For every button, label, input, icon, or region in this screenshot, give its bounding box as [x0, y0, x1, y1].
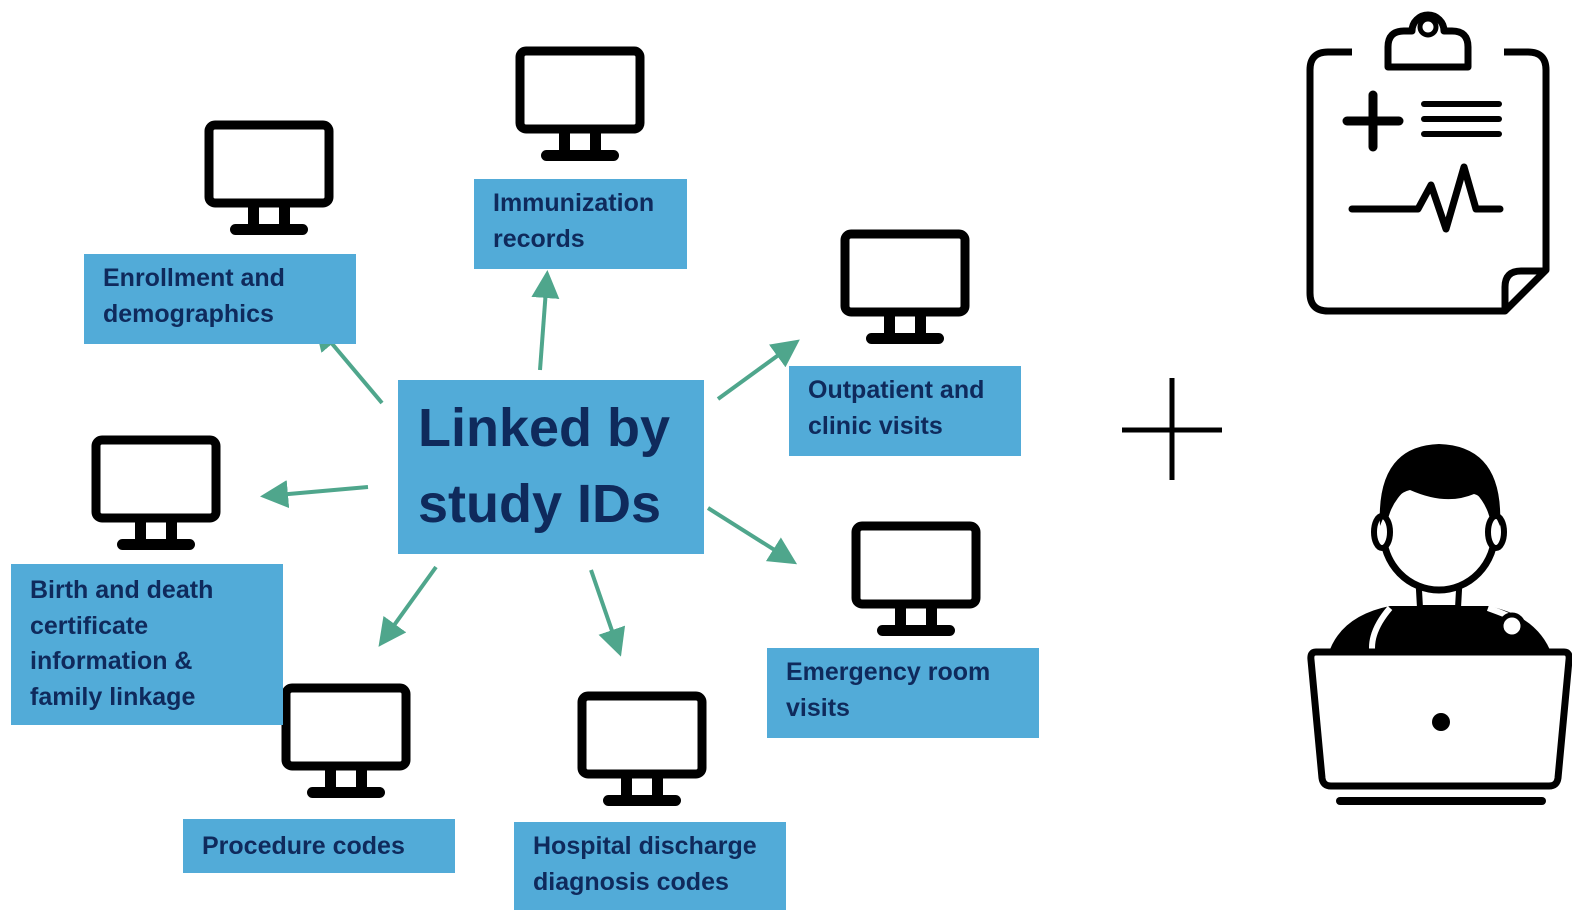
arrow-to-outpatient — [716, 339, 800, 401]
birth-death-box: Birth and death certificate information … — [11, 564, 283, 725]
monitor-icon — [281, 683, 411, 801]
immunization-box: Immunization records — [474, 179, 687, 269]
emergency-line-1: Emergency room — [786, 658, 991, 686]
outpatient-line-1: Outpatient and — [808, 376, 985, 404]
monitor-icon — [840, 229, 970, 347]
outpatient-box: Outpatient and clinic visits — [789, 366, 1021, 456]
arrow-to-hospital — [589, 569, 626, 657]
center-line-1: Linked by — [418, 398, 671, 458]
arrow-to-birth — [260, 480, 369, 509]
monitor-icon — [577, 691, 707, 809]
outpatient-line-2: clinic visits — [808, 412, 943, 440]
enrollment-line-1: Enrollment and — [103, 264, 285, 292]
doctor-laptop-icon — [1307, 444, 1572, 805]
monitor-icon — [515, 46, 645, 164]
birth-line-1: Birth and death — [30, 576, 214, 604]
linked-by-study-ids-box: Linked by study IDs — [398, 380, 704, 554]
enrollment-box: Enrollment and demographics — [84, 254, 356, 344]
medical-clipboard-icon — [1306, 11, 1550, 315]
birth-line-4: family linkage — [30, 682, 196, 711]
hospital-line-1: Hospital discharge — [533, 832, 757, 860]
emergency-line-2: visits — [786, 694, 850, 722]
center-line-2: study IDs — [418, 474, 662, 534]
monitor-icon — [204, 120, 334, 238]
hospital-line-2: diagnosis codes — [533, 868, 729, 896]
emergency-box: Emergency room visits — [767, 648, 1039, 738]
monitor-icon — [91, 435, 221, 553]
monitor-icon — [851, 521, 981, 639]
immunization-line-2: records — [493, 225, 585, 253]
enrollment-line-2: demographics — [103, 300, 274, 328]
arrow-to-immunization — [531, 270, 560, 371]
procedure-box: Procedure codes — [183, 819, 455, 873]
procedure-line-1: Procedure codes — [202, 832, 405, 860]
birth-line-3: information & — [30, 647, 193, 675]
hospital-box: Hospital discharge diagnosis codes — [514, 822, 786, 910]
immunization-line-1: Immunization — [493, 189, 655, 217]
birth-line-2: certificate — [30, 611, 149, 640]
arrow-to-emergency — [706, 506, 798, 565]
arrow-to-procedure — [378, 565, 438, 647]
plus-icon — [1122, 378, 1222, 480]
